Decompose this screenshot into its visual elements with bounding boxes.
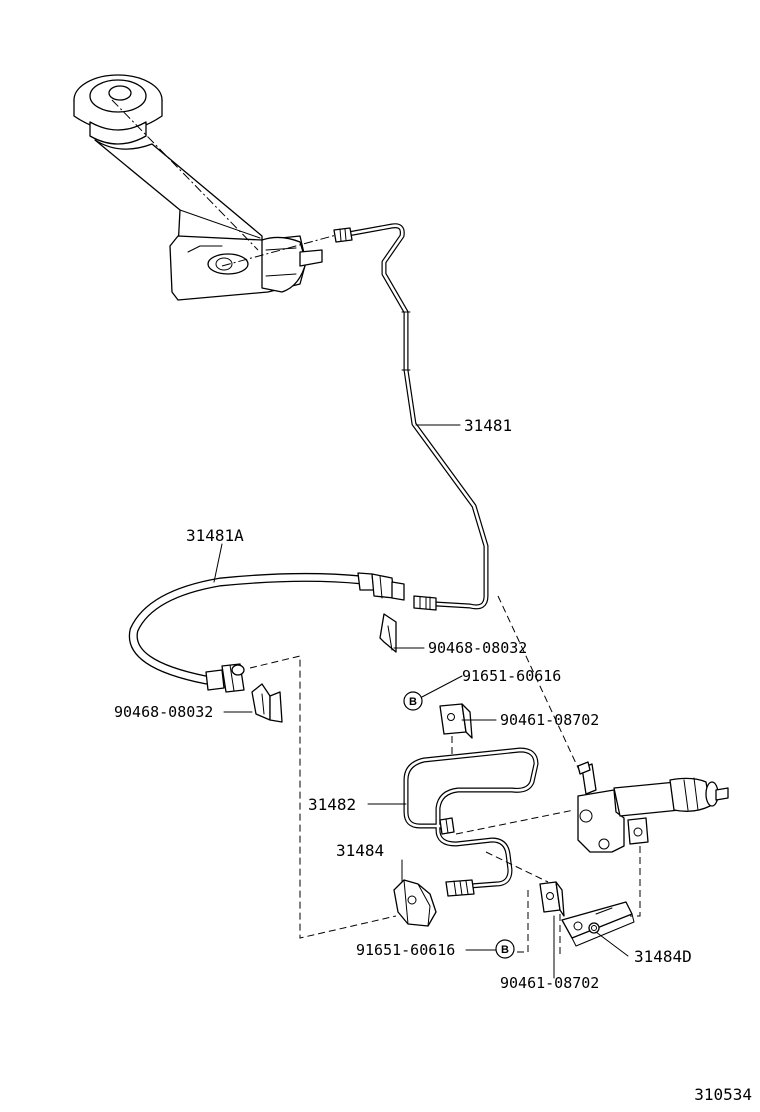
callout-b-upper: B: [409, 696, 417, 708]
label-bracket: 31484: [336, 841, 384, 860]
release-tube-bracket: [393, 879, 437, 927]
hose-clip-lower: [251, 683, 283, 723]
callout-b-lower: B: [501, 944, 509, 956]
label-bolt-upper: 91651-60616: [462, 667, 561, 685]
label-clip-upper: 90461-08702: [500, 711, 599, 729]
clutch-release-cylinder: [577, 761, 729, 853]
release-cylinder-bracket: [561, 901, 635, 947]
label-clutch-line: 31481: [464, 416, 512, 435]
label-flexible-hose: 31481A: [186, 526, 244, 545]
release-tube: [403, 747, 539, 897]
label-release-bracket: 31484D: [634, 947, 692, 966]
clutch-master-cylinder: [73, 74, 341, 301]
flexible-hose: [128, 572, 405, 693]
label-hose-clip-lower: 90468-08032: [114, 703, 213, 721]
hose-clip-upper: [379, 613, 397, 653]
label-clip-lower: 90461-08702: [500, 974, 599, 992]
figure-code: 310534: [694, 1085, 752, 1104]
tube-clip-lower: [539, 881, 565, 917]
clutch-line-tube: [333, 223, 489, 611]
leader-lines: [213, 424, 629, 979]
tube-clip-upper: [439, 703, 473, 739]
label-hose-clip-upper: 90468-08032: [428, 639, 527, 657]
label-bolt-lower: 91651-60616: [356, 941, 455, 959]
callout-b-upper-circle: [403, 691, 423, 711]
callout-b-lower-circle: [495, 939, 515, 959]
label-release-tube: 31482: [308, 795, 356, 814]
assembly-lines: [249, 595, 641, 956]
